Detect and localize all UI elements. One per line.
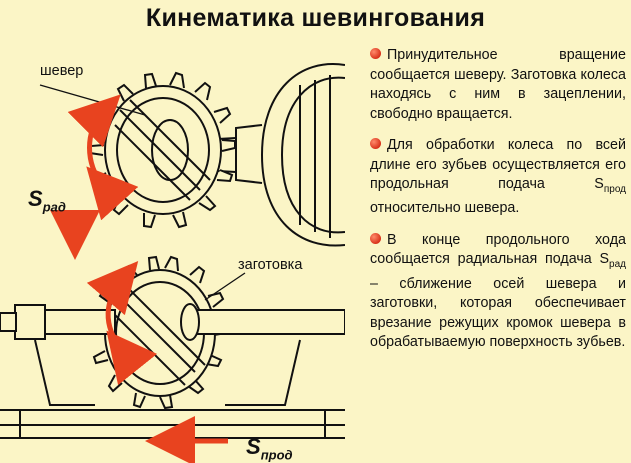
radial-feed-symbol: Sрад	[28, 186, 66, 215]
note-item: В конце продольного хода сообщается ради…	[370, 231, 626, 351]
longitudinal-feed-subscript: прод	[260, 447, 293, 463]
longitudinal-feed-symbol: Sпрод	[246, 434, 293, 463]
bullet-icon	[370, 232, 381, 244]
slide-title: Кинематика шевингования	[145, 4, 486, 32]
spindle-housing	[199, 63, 345, 247]
workpiece-rotation-arrow	[86, 260, 158, 386]
workpiece-label: заготовка	[238, 257, 303, 273]
mandrel	[0, 303, 345, 341]
workpiece-leader-line	[204, 272, 246, 301]
shaver-gear	[88, 71, 236, 229]
shaver-rotation-arrow	[67, 94, 139, 221]
radial-feed-subscript: рад	[42, 199, 66, 215]
notes-list: Принудительное вращение сообщается шевер…	[370, 46, 626, 365]
shaver-label: шевер	[40, 63, 84, 79]
shaving-kinematics-drawing	[0, 63, 345, 463]
bullet-icon	[370, 48, 381, 59]
note-item: Для обработки колеса по всей длине его з…	[370, 137, 626, 217]
bullet-icon	[370, 138, 381, 149]
note-item: Принудительное вращение сообщается шевер…	[370, 47, 626, 122]
